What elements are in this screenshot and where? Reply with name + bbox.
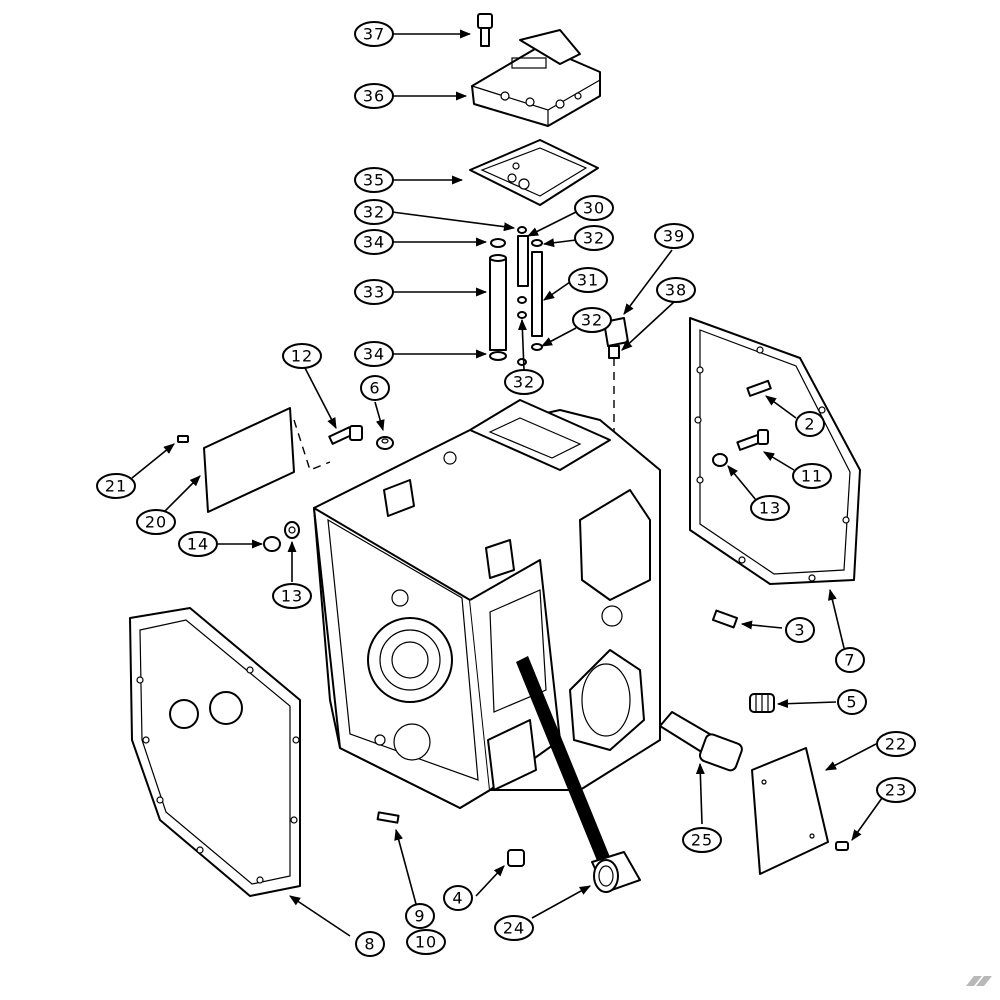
callout-label: 33 <box>363 283 385 302</box>
callout-label: 25 <box>691 831 713 850</box>
transmission-housing <box>313 399 661 809</box>
callout-10: 10 <box>406 929 446 955</box>
callout-label: 35 <box>363 171 385 190</box>
valve-block-36 <box>471 29 601 127</box>
callout-4: 4 <box>443 885 473 911</box>
callout-31: 31 <box>568 267 608 293</box>
shaft-25 <box>659 711 743 772</box>
callout-22: 22 <box>876 731 916 757</box>
callout-6: 6 <box>360 375 390 401</box>
callout-label: 32 <box>583 229 605 248</box>
callout-label: 6 <box>369 379 380 398</box>
plug-39-38 <box>603 317 629 436</box>
callout-label: 24 <box>503 919 525 938</box>
bolt-12 <box>328 425 363 445</box>
callout-5: 5 <box>837 689 867 715</box>
plug-5 <box>749 693 775 713</box>
callout-label: 2 <box>804 415 815 434</box>
callout-label: 13 <box>759 499 781 518</box>
callout-label: 30 <box>583 199 605 218</box>
callout-11: 11 <box>792 463 832 489</box>
callout-label: 31 <box>577 271 599 290</box>
plug-4 <box>507 849 525 867</box>
callout-label: 9 <box>414 907 425 926</box>
nut-14 <box>263 536 281 552</box>
nut-6 <box>376 436 394 450</box>
callout-label: 22 <box>885 735 907 754</box>
bearing-24 <box>591 851 641 893</box>
callout-label: 20 <box>145 513 167 532</box>
callout-12: 12 <box>282 343 322 369</box>
gasket-35 <box>469 139 599 206</box>
callout-label: 12 <box>291 347 313 366</box>
callout-label: 23 <box>885 781 907 800</box>
bearing-leader <box>516 656 612 868</box>
callout-label: 13 <box>281 587 303 606</box>
callout-33: 33 <box>354 279 394 305</box>
callout-32-d: 32 <box>504 369 544 395</box>
brand-logo-mark <box>966 976 992 986</box>
callout-label: 7 <box>844 651 855 670</box>
callout-label: 32 <box>363 203 385 222</box>
callout-2: 2 <box>795 411 825 437</box>
tube-assembly <box>489 226 543 366</box>
callout-13-right: 13 <box>750 495 790 521</box>
callout-20: 20 <box>136 509 176 535</box>
callout-label: 11 <box>801 467 823 486</box>
callout-label: 8 <box>364 935 375 954</box>
cover-22 <box>751 747 829 875</box>
callout-32-c: 32 <box>572 307 612 333</box>
gasket-8 <box>129 607 301 897</box>
callout-label: 34 <box>363 345 385 364</box>
callout-label: 36 <box>363 87 385 106</box>
callout-label: 32 <box>581 311 603 330</box>
gasket-7 <box>689 317 861 585</box>
callout-25: 25 <box>682 827 722 853</box>
callout-35: 35 <box>354 167 394 193</box>
callout-21: 21 <box>96 473 136 499</box>
callout-39: 39 <box>654 223 694 249</box>
callout-30: 30 <box>574 195 614 221</box>
cover-plate-20 <box>203 407 331 513</box>
callout-34-b: 34 <box>354 341 394 367</box>
callout-36: 36 <box>354 83 394 109</box>
callout-label: 38 <box>665 281 687 300</box>
washer-13-left <box>284 521 300 539</box>
callout-label: 37 <box>363 25 385 44</box>
bolt-9-10 <box>376 811 400 824</box>
callout-24: 24 <box>494 915 534 941</box>
callout-32-b: 32 <box>574 225 614 251</box>
callout-label: 3 <box>794 621 805 640</box>
bolt-11 <box>736 429 769 451</box>
callout-label: 21 <box>105 477 127 496</box>
callout-13-left: 13 <box>272 583 312 609</box>
leader-lines <box>131 29 883 937</box>
callout-label: 32 <box>513 373 535 392</box>
callout-38: 38 <box>656 277 696 303</box>
callout-37: 37 <box>354 21 394 47</box>
callout-label: 4 <box>452 889 463 908</box>
bolt-37 <box>477 13 493 47</box>
pin-3 <box>711 609 739 629</box>
callout-14: 14 <box>178 531 218 557</box>
callout-7: 7 <box>835 647 865 673</box>
callout-label: 34 <box>363 233 385 252</box>
washer-13-right <box>712 453 728 467</box>
callout-label: 10 <box>415 933 437 952</box>
callout-9: 9 <box>405 903 435 929</box>
callout-label: 14 <box>187 535 209 554</box>
callout-23: 23 <box>876 777 916 803</box>
callout-34-a: 34 <box>354 229 394 255</box>
callout-32-a: 32 <box>354 199 394 225</box>
callout-8: 8 <box>355 931 385 957</box>
callout-3: 3 <box>785 617 815 643</box>
screw-21 <box>177 435 189 443</box>
screw-23 <box>835 841 849 851</box>
callout-label: 39 <box>663 227 685 246</box>
pin-2 <box>746 379 772 397</box>
callout-label: 5 <box>846 693 857 712</box>
